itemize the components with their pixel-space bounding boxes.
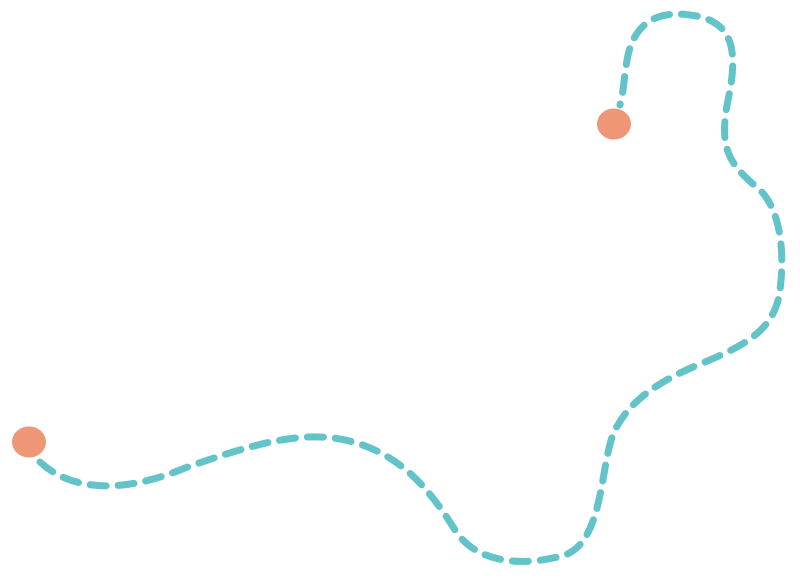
dashed-route-path bbox=[36, 10, 786, 565]
end-dot bbox=[597, 108, 631, 140]
start-dot bbox=[12, 426, 46, 458]
